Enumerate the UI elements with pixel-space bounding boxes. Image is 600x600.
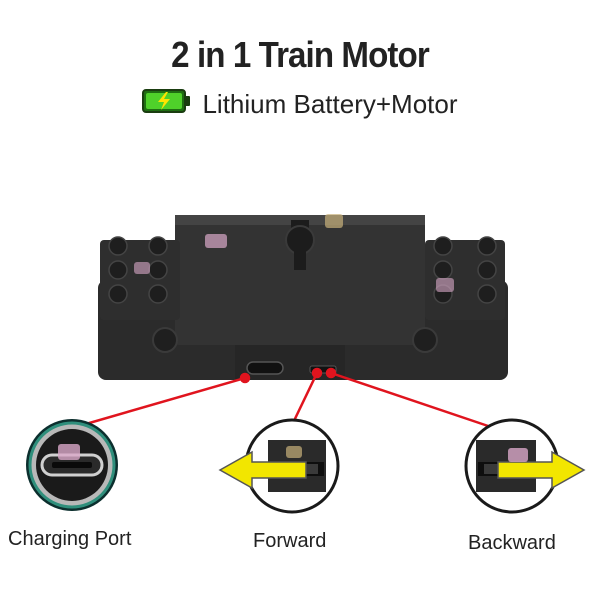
- ury-watermark-logo: [58, 214, 528, 462]
- backward-switch-zoom: [464, 418, 586, 514]
- charging-port-zoom: [26, 419, 118, 511]
- pointer-lines: [71, 367, 501, 432]
- subtitle-row: Lithium Battery+Motor: [0, 88, 600, 121]
- forward-arrow-icon: [218, 450, 307, 490]
- motor-unit: [98, 215, 508, 380]
- backward-label: Backward: [468, 532, 556, 554]
- charging-port-label: Charging Port: [8, 528, 132, 550]
- battery-charging-icon: [142, 88, 192, 121]
- forward-switch-zoom: [218, 418, 340, 514]
- page-title: 2 in 1 Train Motor: [171, 34, 430, 75]
- subtitle-text: Lithium Battery+Motor: [202, 89, 458, 119]
- forward-label: Forward: [253, 530, 327, 552]
- backward-arrow-icon: [497, 450, 586, 490]
